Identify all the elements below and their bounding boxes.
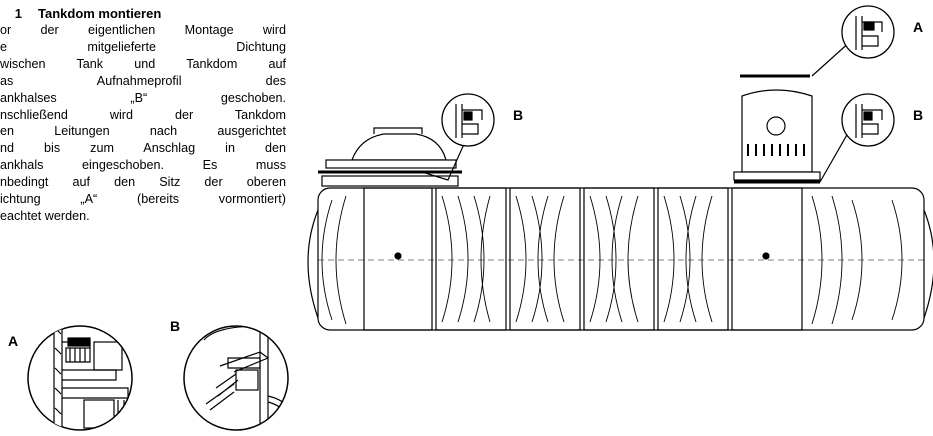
detail-label-a: A bbox=[8, 333, 19, 349]
callout-label-b-left: B bbox=[513, 107, 524, 123]
paragraph-line: wischen Tank und Tankdom auf bbox=[0, 56, 286, 71]
section-title: Tankdom montieren bbox=[38, 6, 162, 21]
instruction-paragraph: or der eigentlichen Montage wird e mitge… bbox=[0, 22, 286, 225]
paragraph-line: as Aufnahmeprofil des bbox=[0, 73, 286, 88]
paragraph-line: ichtung „A“ (bereits vormontiert) bbox=[0, 192, 286, 207]
paragraph-line: e mitgelieferte Dichtung bbox=[0, 39, 286, 54]
paragraph-line: nd bis zum Anschlag in den bbox=[0, 141, 286, 156]
section-number: 1 bbox=[14, 6, 22, 21]
paragraph-line: ankhals eingeschoben. Es muss bbox=[0, 158, 286, 173]
paragraph-line: ankhalses „B“ geschoben. bbox=[0, 90, 286, 105]
paragraph-line: or der eigentlichen Montage wird bbox=[0, 23, 286, 37]
paragraph-line: eachtet werden. bbox=[0, 208, 90, 223]
callout-label-a-top: A bbox=[913, 19, 924, 35]
paragraph-line: nbedingt auf den Sitz der oberen bbox=[0, 175, 286, 190]
section-heading: 1 Tankdom montieren bbox=[0, 6, 162, 21]
detail-label-b: B bbox=[170, 318, 181, 334]
seal-b-detail-drawing bbox=[183, 325, 289, 431]
callout-label-b-right: B bbox=[913, 107, 924, 123]
paragraph-line: nschließend wird der Tankdom bbox=[0, 107, 286, 122]
seal-a-detail-drawing bbox=[27, 325, 133, 431]
tank-assembly-drawing bbox=[307, 5, 933, 331]
paragraph-line: en Leitungen nach ausgerichtet bbox=[0, 124, 286, 139]
